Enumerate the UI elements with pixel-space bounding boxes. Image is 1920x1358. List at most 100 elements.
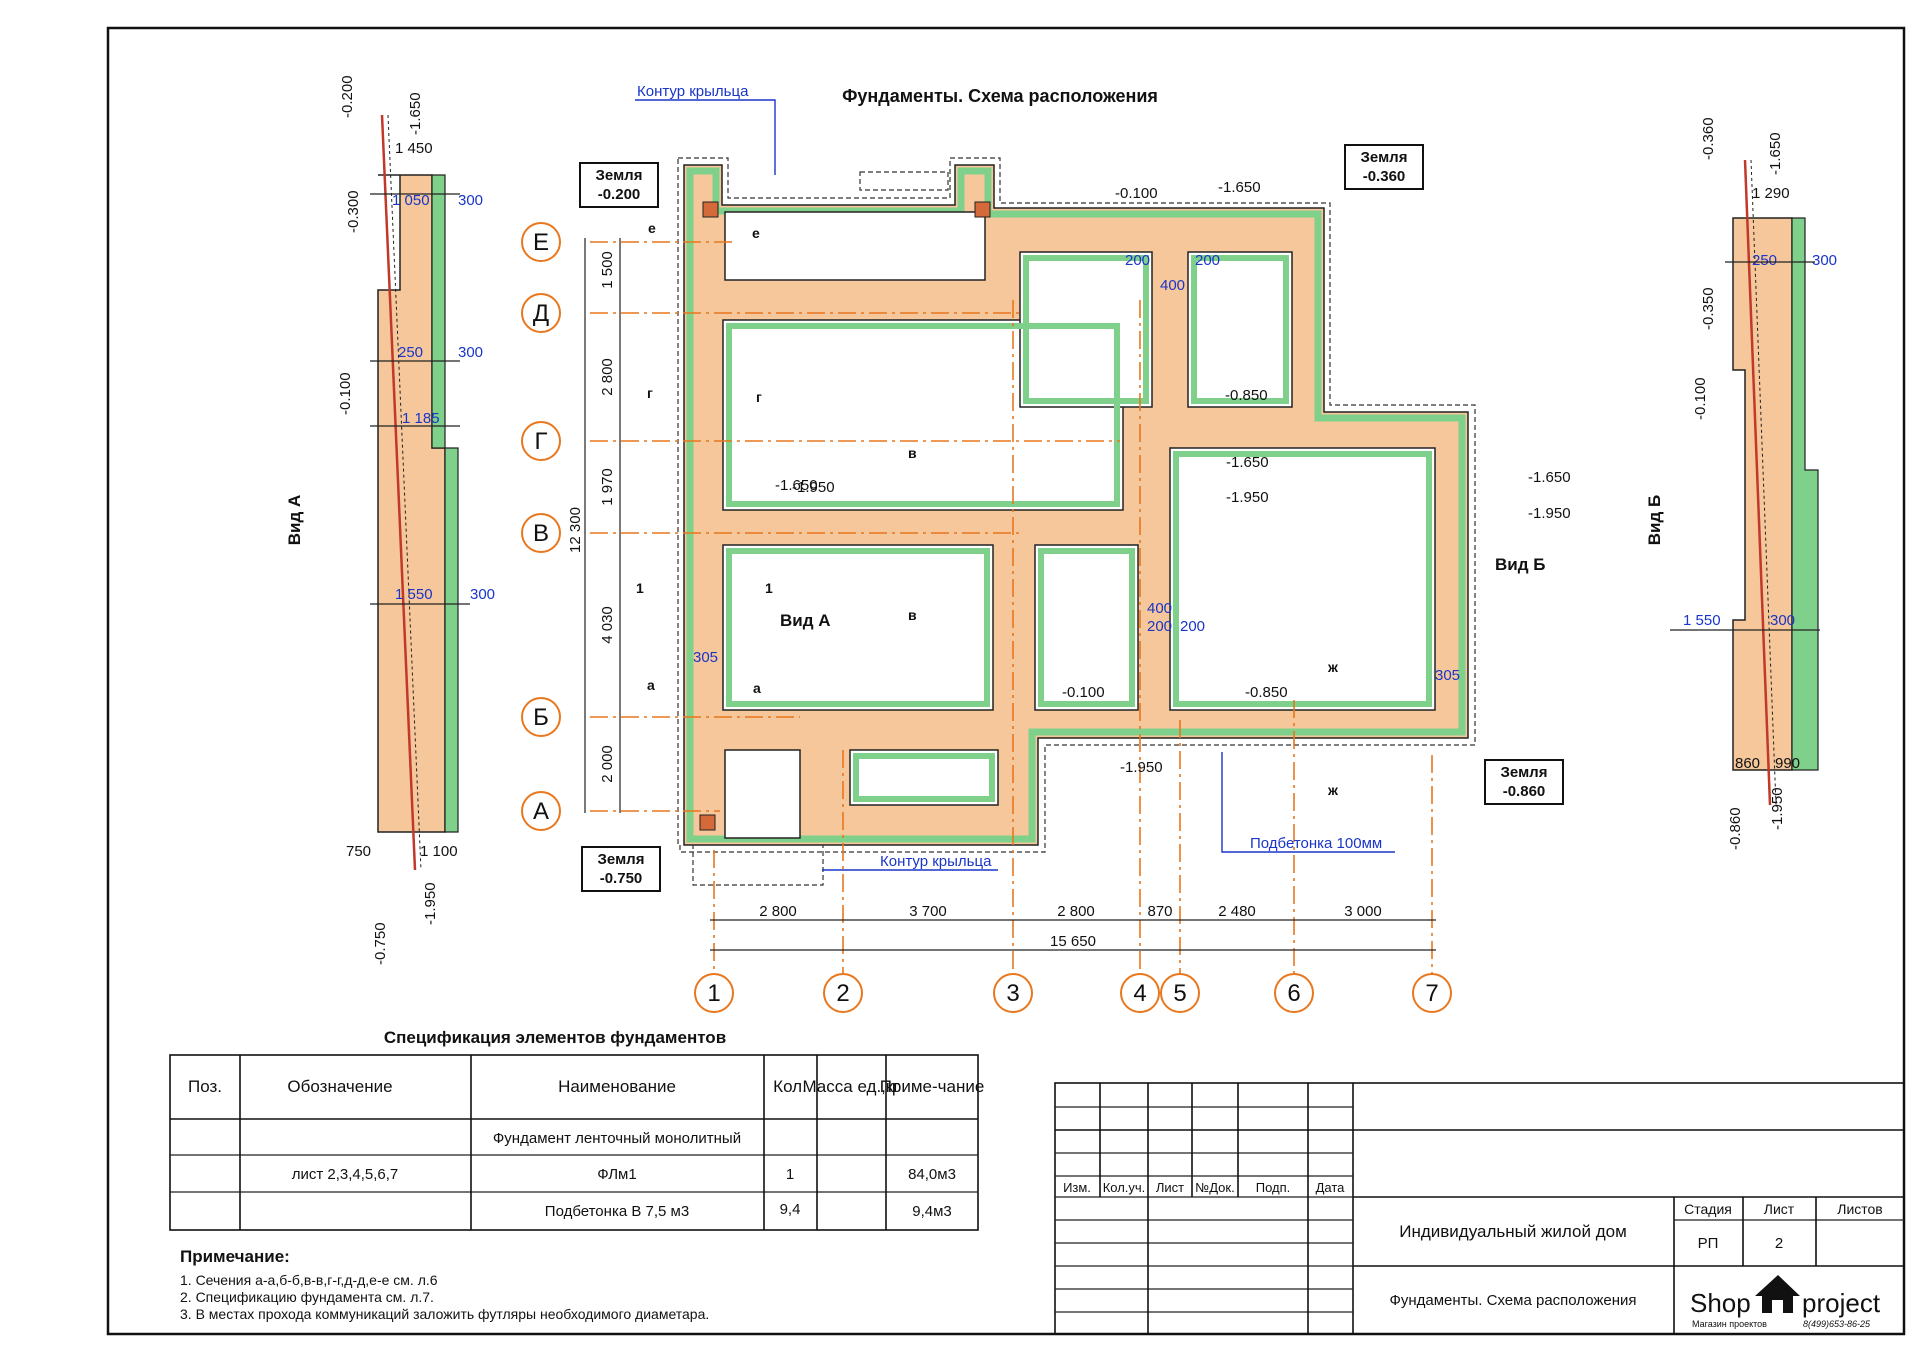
axis-label: 5 <box>1173 980 1186 1007</box>
svg-text:лист 2,3,4,5,6,7: лист 2,3,4,5,6,7 <box>292 1166 399 1183</box>
svg-text:-1.650: -1.650 <box>407 92 424 135</box>
svg-text:-0.300: -0.300 <box>345 190 362 233</box>
svg-text:project: project <box>1802 1288 1881 1318</box>
axis-label: 4 <box>1133 980 1146 1007</box>
svg-text:Земля: Земля <box>1361 149 1408 166</box>
svg-text:200: 200 <box>1180 618 1205 635</box>
svg-text:1. Сечения а-а,б-б,в-в,г-г,д-д: 1. Сечения а-а,б-б,в-в,г-г,д-д,е-е см. л… <box>180 1272 438 1288</box>
svg-text:1 050: 1 050 <box>392 192 430 209</box>
room-6 <box>1169 447 1436 711</box>
svg-text:ФЛм1: ФЛм1 <box>597 1166 636 1183</box>
svg-text:1: 1 <box>786 1166 794 1183</box>
svg-text:ж: ж <box>1327 782 1339 798</box>
svg-text:1 290: 1 290 <box>1752 185 1790 202</box>
svg-text:-1.950: -1.950 <box>1120 759 1163 776</box>
svg-text:750: 750 <box>346 843 371 860</box>
svg-text:№Док.: №Док. <box>1195 1180 1234 1195</box>
svg-text:Земля: Земля <box>598 851 645 868</box>
svg-text:15 650: 15 650 <box>1050 933 1096 950</box>
svg-text:Масса ед.,кг: Масса ед.,кг <box>802 1077 899 1096</box>
svg-text:-1.650: -1.650 <box>1767 132 1784 175</box>
svg-text:Лист: Лист <box>1156 1180 1184 1195</box>
axis-label: В <box>533 520 549 547</box>
room-7 <box>724 749 801 839</box>
svg-text:Кол.уч.: Кол.уч. <box>1103 1180 1146 1195</box>
svg-text:300: 300 <box>470 586 495 603</box>
svg-text:-1.650: -1.650 <box>775 477 818 494</box>
title-block: Изм. Кол.уч. Лист №Док. Подп. Дата Индив… <box>1054 1082 1905 1335</box>
porch-top <box>724 211 986 281</box>
svg-text:-0.860: -0.860 <box>1503 783 1546 800</box>
svg-text:Приме-чание: Приме-чание <box>880 1077 985 1096</box>
svg-text:12 300: 12 300 <box>567 507 584 553</box>
svg-text:8(499)653-86-25: 8(499)653-86-25 <box>1803 1319 1871 1329</box>
svg-text:9,4м3: 9,4м3 <box>912 1203 952 1220</box>
svg-text:Магазин проектов: Магазин проектов <box>1692 1319 1767 1329</box>
project-name: Индивидуальный жилой дом <box>1399 1222 1627 1241</box>
svg-text:870: 870 <box>1147 903 1172 920</box>
svg-text:Дата: Дата <box>1316 1180 1346 1195</box>
axis-label: 3 <box>1006 980 1019 1007</box>
spec-table: Спецификация элементов фундаментов Поз. … <box>169 1028 985 1231</box>
notes: Примечание: 1. Сечения а-а,б-б,в-в,г-г,д… <box>180 1247 709 1322</box>
svg-text:Shop: Shop <box>1690 1288 1751 1318</box>
svg-text:-1.950: -1.950 <box>422 882 439 925</box>
foundation-plan: Е Д Г В Б А 1 2 3 4 5 6 7 1 500 2 800 1 … <box>521 83 1571 1013</box>
view-a-label: Вид А <box>285 495 304 546</box>
svg-text:Кол.: Кол. <box>773 1077 807 1096</box>
svg-text:-0.850: -0.850 <box>1225 387 1268 404</box>
svg-text:е: е <box>752 225 760 241</box>
room-5 <box>1034 544 1139 711</box>
svg-text:1 100: 1 100 <box>420 843 458 860</box>
svg-text:Вид А: Вид А <box>780 611 831 630</box>
svg-text:305: 305 <box>693 649 718 666</box>
svg-text:300: 300 <box>1770 612 1795 629</box>
room-2 <box>1019 251 1153 408</box>
svg-text:84,0м3: 84,0м3 <box>908 1166 956 1183</box>
svg-text:РП: РП <box>1698 1235 1719 1252</box>
svg-text:305: 305 <box>1435 667 1460 684</box>
svg-text:200: 200 <box>1147 618 1172 635</box>
svg-text:-0.100: -0.100 <box>1692 377 1709 420</box>
svg-text:-1.650: -1.650 <box>1226 454 1269 471</box>
svg-text:2 800: 2 800 <box>1057 903 1095 920</box>
axis-label: 6 <box>1287 980 1300 1007</box>
svg-text:2 800: 2 800 <box>599 358 616 396</box>
svg-text:-0.100: -0.100 <box>337 372 354 415</box>
svg-text:1 970: 1 970 <box>599 468 616 506</box>
svg-text:3. В местах прохода коммуникац: 3. В местах прохода коммуникаций заложит… <box>180 1306 709 1322</box>
svg-text:ж: ж <box>1327 659 1339 675</box>
svg-text:Подбетонка В 7,5 м3: Подбетонка В 7,5 м3 <box>545 1203 689 1220</box>
spec-heading: Спецификация элементов фундаментов <box>384 1028 726 1047</box>
svg-text:Подп.: Подп. <box>1256 1180 1291 1195</box>
axis-label: Е <box>533 229 549 256</box>
svg-text:в: в <box>908 445 917 461</box>
drawing-title: Фундаменты. Схема расположения <box>842 86 1158 106</box>
svg-text:400: 400 <box>1160 277 1185 294</box>
svg-text:в: в <box>908 607 917 623</box>
axis-label: 2 <box>836 980 849 1007</box>
room-3 <box>1187 251 1293 408</box>
svg-text:250: 250 <box>1752 252 1777 269</box>
svg-text:3 000: 3 000 <box>1344 903 1382 920</box>
svg-text:-0.200: -0.200 <box>598 186 641 203</box>
svg-text:860: 860 <box>1735 755 1760 772</box>
svg-text:1 550: 1 550 <box>395 586 433 603</box>
svg-text:1 550: 1 550 <box>1683 612 1721 629</box>
svg-text:2. Спецификацию фундамента см.: 2. Спецификацию фундамента см. л.7. <box>180 1289 434 1305</box>
svg-text:2: 2 <box>1775 1235 1783 1252</box>
axis-label: Д <box>533 300 549 327</box>
svg-text:200: 200 <box>1195 252 1220 269</box>
svg-text:-1.650: -1.650 <box>1218 179 1261 196</box>
svg-text:Земля: Земля <box>1501 764 1548 781</box>
svg-text:400: 400 <box>1147 600 1172 617</box>
axis-label: 7 <box>1425 980 1438 1007</box>
room-4 <box>722 544 994 711</box>
svg-text:-0.360: -0.360 <box>1363 168 1406 185</box>
axis-label: 1 <box>707 980 720 1007</box>
svg-text:1: 1 <box>636 580 644 596</box>
view-b-label: Вид Б <box>1645 495 1664 545</box>
svg-text:-1.950: -1.950 <box>1528 505 1571 522</box>
svg-text:2 800: 2 800 <box>759 903 797 920</box>
